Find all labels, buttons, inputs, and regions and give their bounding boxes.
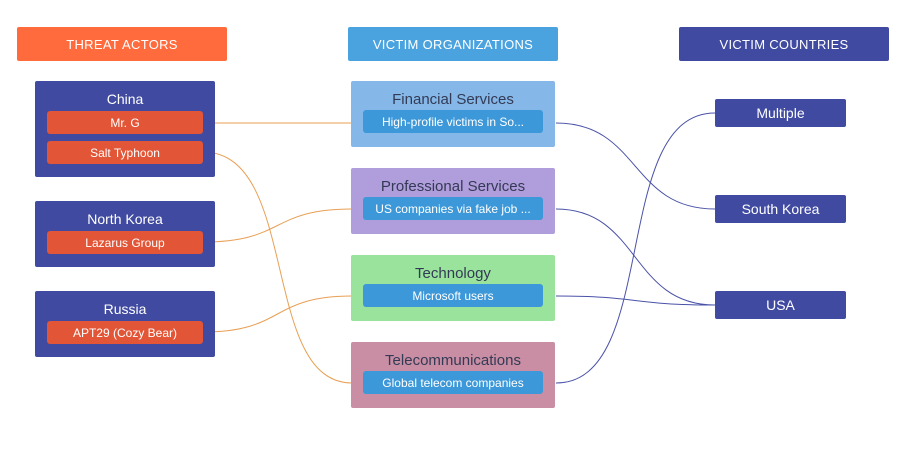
org-technology[interactable]: Technology Microsoft users — [351, 255, 555, 321]
actor-russia[interactable]: Russia APT29 (Cozy Bear) — [35, 291, 215, 357]
link-apt29-technology — [202, 295, 353, 333]
country-usa[interactable]: USA — [715, 291, 846, 319]
org-title: Professional Services — [380, 178, 526, 195]
group-mr-g[interactable]: Mr. G — [47, 111, 203, 134]
actor-china[interactable]: China Mr. G Salt Typhoon — [35, 81, 215, 177]
org-financial-services[interactable]: Financial Services High-profile victims … — [351, 81, 555, 147]
victim-pill[interactable]: Microsoft users — [363, 284, 543, 307]
actor-north-korea[interactable]: North Korea Lazarus Group — [35, 201, 215, 267]
link-salt-typhoon-telecom — [202, 151, 353, 384]
link-telecom-multiple — [555, 112, 716, 384]
country-south-korea[interactable]: South Korea — [715, 195, 846, 223]
actor-title: China — [106, 91, 144, 107]
victim-pill[interactable]: Global telecom companies — [363, 371, 543, 394]
header-victim-organizations: VICTIM ORGANIZATIONS — [348, 27, 558, 61]
org-title: Financial Services — [392, 91, 514, 108]
group-lazarus[interactable]: Lazarus Group — [47, 231, 203, 254]
actor-title: North Korea — [87, 211, 163, 227]
link-lazarus-professional — [202, 208, 353, 243]
country-multiple[interactable]: Multiple — [715, 99, 846, 127]
link-technology-usa — [555, 295, 716, 306]
header-victim-countries: VICTIM COUNTRIES — [679, 27, 889, 61]
victim-pill[interactable]: High-profile victims in So... — [363, 110, 543, 133]
link-professional-usa — [555, 208, 716, 306]
link-financial-south-korea — [555, 122, 716, 210]
victim-pill[interactable]: US companies via fake job ... — [363, 197, 543, 220]
org-professional-services[interactable]: Professional Services US companies via f… — [351, 168, 555, 234]
org-telecommunications[interactable]: Telecommunications Global telecom compan… — [351, 342, 555, 408]
actor-title: Russia — [103, 301, 147, 317]
org-title: Telecommunications — [385, 352, 521, 369]
group-apt29[interactable]: APT29 (Cozy Bear) — [47, 321, 203, 344]
header-threat-actors: THREAT ACTORS — [17, 27, 227, 61]
group-salt-typhoon[interactable]: Salt Typhoon — [47, 141, 203, 164]
org-title: Technology — [415, 265, 491, 282]
